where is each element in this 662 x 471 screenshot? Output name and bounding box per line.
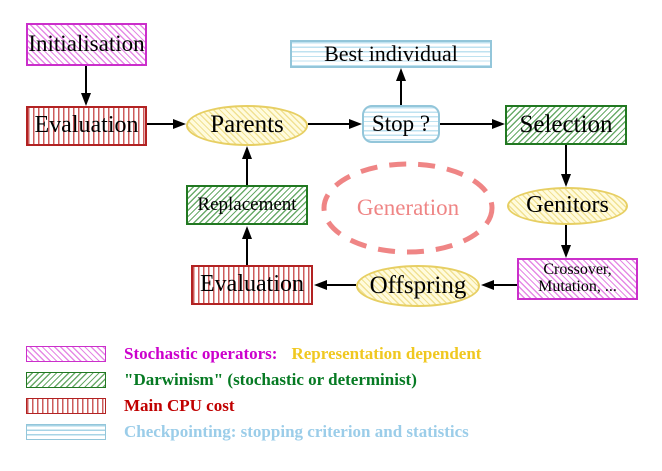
node-selection-label: Selection [519, 110, 613, 138]
generation-dashed-ellipse [321, 161, 495, 255]
node-evaluation-bottom: Evaluation [191, 265, 313, 305]
legend-swatch-magenta-diagonal-hatch [26, 346, 106, 362]
legend-swatch-cyan-horizontal-lines [26, 424, 106, 440]
generation-label: Generation [318, 158, 498, 258]
node-best-individual-label: Best individual [324, 41, 458, 67]
legend-label-darwinism: "Darwinism" (stochastic or determinist) [124, 370, 417, 389]
node-parents: Parents [186, 105, 308, 146]
node-initialisation-label: Initialisation [28, 31, 145, 57]
legend-row-darwinism: "Darwinism" (stochastic or determinist) [26, 370, 417, 389]
legend-row-checkpointing: Checkpointing: stopping criterion and st… [26, 422, 469, 441]
node-crossover-line2: Mutation, ... [538, 278, 617, 295]
node-evaluation-top-label: Evaluation [34, 112, 139, 139]
legend-label-stochastic-operators: Stochastic operators: [124, 344, 278, 363]
node-crossover-line1: Crossover, [543, 261, 612, 279]
legend-row-stochastic-operators: Stochastic operators: Representation depe… [26, 344, 482, 363]
legend-swatch-green-diagonal-hatch [26, 372, 106, 388]
node-initialisation: Initialisation [26, 23, 147, 66]
node-replacement: Replacement [186, 185, 308, 225]
node-evaluation-bottom-label: Evaluation [200, 271, 304, 298]
node-offspring-label: Offspring [369, 271, 467, 299]
legend-label-representation-dependent: Representation dependent [291, 344, 482, 363]
node-crossover-mutation: Crossover, Mutation, ... [517, 258, 638, 300]
node-genitors: Genitors [507, 187, 628, 225]
node-selection: Selection [505, 105, 627, 145]
node-parents-label: Parents [210, 111, 284, 139]
node-best-individual: Best individual [290, 40, 492, 68]
node-stop-label: Stop ? [371, 110, 431, 136]
generation-text: Generation [356, 195, 460, 220]
node-replacement-label: Replacement [197, 194, 297, 216]
node-stop: Stop ? [362, 105, 440, 143]
legend-label-main-cpu-cost: Main CPU cost [124, 396, 235, 415]
node-genitors-label: Genitors [526, 192, 609, 219]
legend-label-checkpointing: Checkpointing: stopping criterion and st… [124, 422, 469, 441]
node-evaluation-top: Evaluation [26, 106, 147, 146]
legend-row-main-cpu-cost: Main CPU cost [26, 396, 235, 415]
legend-swatch-red-vertical-lines [26, 398, 106, 414]
node-offspring: Offspring [356, 265, 480, 307]
